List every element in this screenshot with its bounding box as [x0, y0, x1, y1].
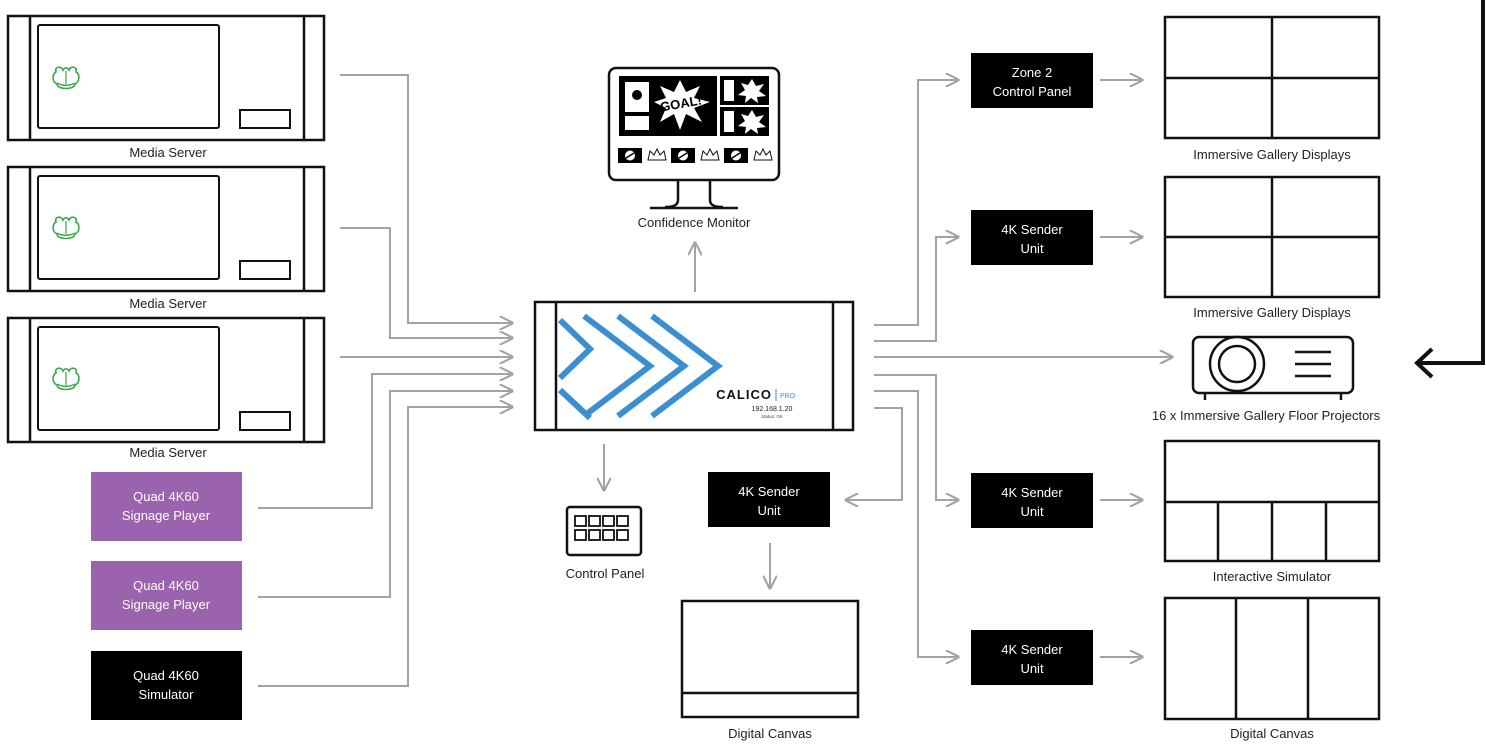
sender-unit-3: 4K Sender Unit	[971, 630, 1093, 685]
sender-1-line1: 4K Sender	[1001, 222, 1063, 237]
sender-unit-2: 4K Sender Unit	[971, 473, 1093, 528]
signage-player-1-line2: Signage Player	[122, 508, 211, 523]
return-arrow	[1414, 0, 1485, 379]
center-digital-canvas	[680, 599, 860, 719]
sender-1-line2: Unit	[1020, 241, 1044, 256]
media-server-logo-icon	[52, 367, 80, 391]
signage-player-1: Quad 4K60 Signage Player	[91, 472, 242, 541]
media-server-logo-icon	[52, 66, 80, 90]
wire-simulator	[258, 407, 512, 687]
media-server-1	[6, 14, 326, 142]
sender-2-line1: 4K Sender	[1001, 485, 1063, 500]
simulator-line2: Simulator	[139, 687, 195, 702]
hub-edition: PRO	[780, 393, 796, 400]
source-thumbnails	[618, 147, 773, 163]
hub-status: Status: OK	[761, 414, 783, 419]
sender-2-line2: Unit	[1020, 504, 1044, 519]
calico-pro-hub: CALICO PRO 192.168.1.20 Status: OK	[533, 300, 855, 432]
wire-to-zone2-panel	[874, 80, 958, 326]
wire-media-server-1	[340, 74, 512, 323]
media-server-logo-icon	[52, 216, 80, 240]
output-wires	[604, 80, 1172, 657]
projector-icon	[1191, 335, 1355, 400]
interactive-simulator-display	[1163, 439, 1381, 563]
wire-signage-player-2	[258, 391, 512, 598]
signage-player-2-line2: Signage Player	[122, 597, 211, 612]
confidence-monitor: GOAL!	[607, 66, 781, 210]
signage-player-2: Quad 4K60 Signage Player	[91, 561, 242, 630]
zone2-line2: Control Panel	[993, 84, 1072, 99]
center-canvas-label: Digital Canvas	[728, 726, 812, 741]
wire-to-sender-3	[874, 390, 958, 657]
sender-3-line1: 4K Sender	[1001, 642, 1063, 657]
media-server-2	[6, 165, 326, 293]
interactive-simulator-label: Interactive Simulator	[1213, 569, 1332, 584]
wire-media-server-2	[340, 227, 512, 338]
signage-player-1-line1: Quad 4K60	[133, 489, 199, 504]
immersive-gallery-display-1	[1163, 15, 1381, 140]
media-server-3-label: Media Server	[129, 445, 207, 460]
sender-3-line2: Unit	[1020, 661, 1044, 676]
digital-canvas-label: Digital Canvas	[1230, 726, 1314, 741]
media-server-1-label: Media Server	[129, 145, 207, 160]
projectors-label: 16 x Immersive Gallery Floor Projectors	[1152, 408, 1381, 423]
signage-player-2-line1: Quad 4K60	[133, 578, 199, 593]
burst-text: GOAL!	[659, 92, 703, 114]
simulator: Quad 4K60 Simulator	[91, 651, 242, 720]
hub-ip: 192.168.1.20	[752, 406, 793, 413]
display-2-label: Immersive Gallery Displays	[1193, 305, 1351, 320]
hub-brand: CALICO	[716, 387, 772, 402]
wire-to-center-sender	[846, 407, 903, 500]
center-sender-unit: 4K Sender Unit	[708, 472, 830, 527]
confidence-monitor-label: Confidence Monitor	[638, 215, 751, 230]
immersive-gallery-display-2	[1163, 175, 1381, 299]
media-server-3	[6, 316, 326, 444]
digital-canvas-display	[1163, 596, 1381, 721]
chevrons-logo-icon	[557, 313, 723, 421]
goal-burst-icon: GOAL!	[654, 80, 710, 130]
center-sender-line1: 4K Sender	[738, 484, 800, 499]
wire-to-sender-1	[874, 237, 958, 342]
control-panel-label: Control Panel	[566, 566, 645, 581]
input-wires	[258, 74, 512, 687]
simulator-line1: Quad 4K60	[133, 668, 199, 683]
display-1-label: Immersive Gallery Displays	[1193, 147, 1351, 162]
center-sender-line2: Unit	[757, 503, 781, 518]
control-panel-icon	[565, 505, 643, 557]
sender-unit-1: 4K Sender Unit	[971, 210, 1093, 265]
wire-signage-player-1	[258, 374, 512, 509]
zone2-line1: Zone 2	[1012, 65, 1052, 80]
zone2-control-panel: Zone 2 Control Panel	[971, 53, 1093, 108]
media-server-2-label: Media Server	[129, 296, 207, 311]
wire-to-sender-2	[874, 374, 958, 500]
